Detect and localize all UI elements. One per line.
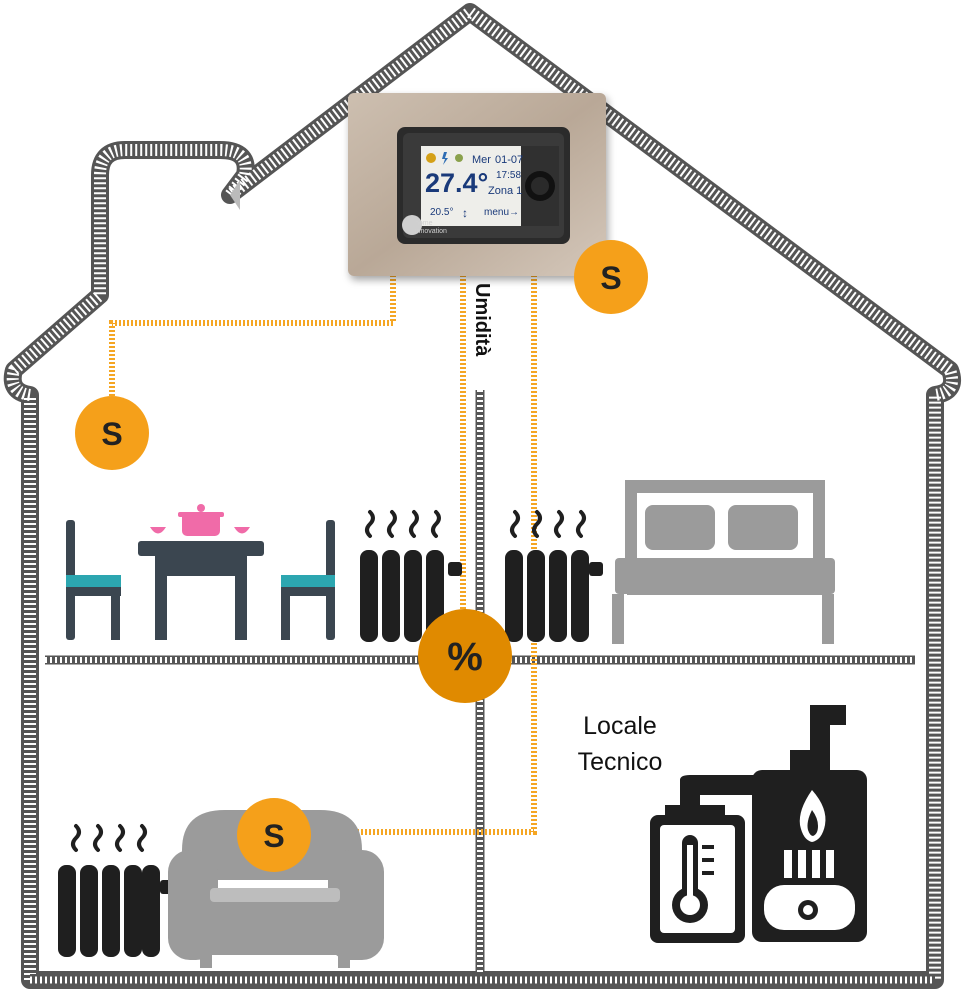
humidity-label: Umidità [471,283,493,357]
sensor-dining-label: S [101,416,122,452]
brand-line2: innovation [415,228,447,235]
sensor-humidity [418,609,512,703]
brand-line1: home [415,220,433,227]
sensor-bedroom-label: S [600,260,621,296]
flash-icon [442,152,448,165]
boiler-icon [650,705,867,943]
thermostat-zone: Zona 1 [488,185,522,197]
thermostat-menu[interactable]: menu→ [484,207,519,218]
sensor-bedroom [574,240,648,314]
bed-icon [612,480,835,644]
thermostat-date: 01-07 [495,154,523,166]
dining-table-icon [66,504,335,640]
radiator-icon-3 [58,824,172,957]
wire-living [310,275,537,835]
technical-room-line1: Locale [583,712,657,740]
sensor-living [237,798,311,872]
thermostat-time: 17:58 [496,170,521,181]
thermostat-face [397,127,570,244]
sensor-dining [75,396,149,470]
radiator-icon-2 [505,510,603,642]
technical-room-line2: Tecnico [578,748,663,776]
sensor-living-label: S [263,818,284,854]
thermostat-day: Mer [472,154,491,166]
sensor-humidity-label: % [447,635,483,679]
house-outline [3,3,962,989]
thermostat-setpoint: 20.5° [430,207,453,218]
arrows-icon: ↕ [462,206,468,220]
sun-icon [426,153,436,163]
sensor-wires [109,275,537,835]
thermostat-temperature: 27.4° [425,168,488,198]
wire-dining [109,275,396,410]
gear-icon [455,154,463,162]
